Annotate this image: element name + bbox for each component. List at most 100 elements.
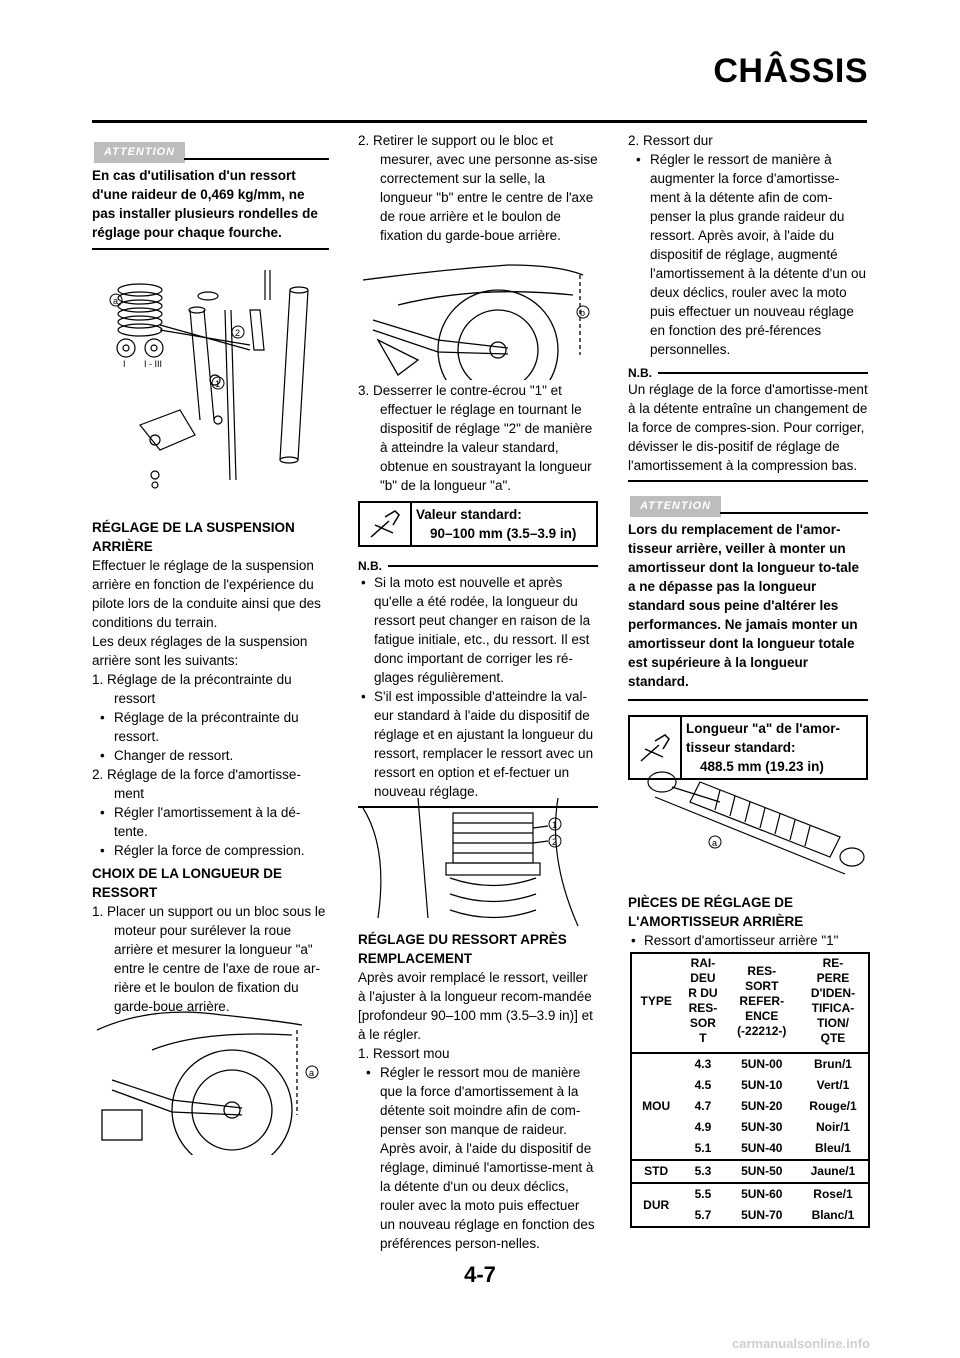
table-header-cell: RAI- DEU R DU RES- SOR T [688,956,718,1045]
list-item: 2. Ressort dur [628,133,713,148]
figure-label-i: I [123,359,126,369]
bullet-item: Réglage de la précontrainte du ressort. [92,708,329,746]
table-header-cell: RE- PERE D'IDEN- TIFICA- TION/ QTE [810,956,856,1045]
paragraph: Les deux réglages de la suspension arriè… [92,634,308,668]
attention-header: ATTENTION [628,492,868,517]
bullet-item: S'il est impossible d'atteindre la val-e… [358,687,598,801]
column-2-lower: RÉGLAGE DU RESSORT APRÈS REMPLACEMENT Ap… [358,930,598,1253]
column-1-body: RÉGLAGE DE LA SUSPENSION ARRIÈRE Effectu… [92,518,329,1016]
table-cell: Rose/1 [797,1182,869,1205]
list-item: 1. Placer un support ou un bloc sous le … [92,904,326,1014]
table-cell: 5.7 [694,1208,712,1222]
figure-label-b: b [580,308,585,318]
table-cell: Bleu/1 [814,1141,851,1155]
table-header-cell: TYPE [640,993,672,1008]
spring-adjuster-figure: 1 2 [362,798,579,926]
nb-end-rule [358,806,598,808]
rear-shock-figure: a [647,771,865,875]
figure-label-1: 1 [552,820,557,830]
table-cell-type: DUR [631,1182,681,1227]
motorcycle-rear-figure-a: a [96,1011,319,1155]
title-rule [92,120,867,123]
figure-label-i-iii: I - III [144,359,162,369]
table-cell: 4.3 [680,1052,726,1075]
section-heading-spring-length: CHOIX DE LA LONGUEUR DE RESSORT [92,866,283,900]
list-item: 1. Réglage de la précontrainte du ressor… [92,672,292,706]
spec-value: 488.5 mm (19.23 in) [700,759,824,774]
table-cell: Brun/1 [797,1052,869,1075]
figure-label-a: a [712,838,717,848]
table-cell: 5UN-70 [741,1208,783,1222]
table-row: 5.7 5UN-70 Blanc/1 [631,1205,869,1227]
table-cell: 5UN-30 [741,1120,783,1134]
bullet-item: Ressort d'amortisseur arrière "1" [628,931,868,950]
attention-text: Lors du remplacement de l'amor-tisseur a… [628,522,860,689]
spec-box-shock-length: Longueur "a" de l'amor- tisseur standard… [628,715,868,780]
table-cell: 5UN-40 [741,1141,783,1155]
table-cell: 4.7 [694,1099,712,1113]
list-item: 2. Retirer le support ou le bloc et mesu… [358,133,598,243]
table-header-cell: RES- SORT REFER- ENCE (-22212-) [737,963,787,1038]
spec-label: Valeur standard: [416,507,522,522]
table-cell: 5UN-50 [725,1159,798,1183]
table-cell: 5UN-00 [725,1052,798,1075]
page-number: 4-7 [464,1262,496,1287]
bullet-item: Régler l'amortissement à la dé-tente. [92,803,329,841]
section-heading-rear-suspension: RÉGLAGE DE LA SUSPENSION ARRIÈRE [92,520,295,554]
table-cell: 5.5 [680,1182,726,1205]
figure-label-2: 2 [552,837,557,847]
section-heading-adjust-parts: PIÈCES DE RÉGLAGE DE L'AMORTISSEUR ARRIÈ… [628,895,804,929]
table-cell-type: MOU [631,1052,681,1160]
paragraph: Effectuer le réglage de la suspension ar… [92,558,321,630]
table-cell: 5UN-10 [741,1078,783,1092]
attention-end-rule [628,699,868,701]
table-cell: 5UN-60 [725,1182,798,1205]
wrench-icon [630,717,682,778]
table-cell: Jaune/1 [797,1159,869,1183]
spring-table-wrap: TYPE RAI- DEU R DU RES- SOR T RES- SORT RE… [630,952,870,1228]
table-row: 5.1 5UN-40 Bleu/1 [631,1138,869,1160]
attention-text: En cas d'utilisation d'un ressort d'une … [92,168,318,240]
watermark: carmanualsonline.info [732,1336,870,1351]
table-cell: Vert/1 [816,1078,850,1092]
list-item: 1. Ressort mou [358,1046,450,1061]
column-3-lower: PIÈCES DE RÉGLAGE DE L'AMORTISSEUR ARRIÈ… [628,893,868,950]
table-cell: 5.1 [694,1141,712,1155]
fork-parts-figure: a 2 1 I I - III [109,270,309,489]
figure-label-2: 2 [235,328,240,338]
motorcycle-rear-figure-b: b [362,264,590,380]
section-heading-spring-replacement: RÉGLAGE DU RESSORT APRÈS REMPLACEMENT [358,932,567,966]
figure-label-a: a [309,1068,314,1078]
nb-end-rule [628,480,868,482]
nb-header: N.B. [628,364,868,380]
column-2: 2. Retirer le support ou le bloc et mesu… [358,131,598,245]
wrench-icon [360,503,412,545]
spec-value: 90–100 mm (3.5–3.9 in) [430,526,577,541]
table-cell: Blanc/1 [811,1208,855,1222]
figure-label-1: 1 [215,379,220,389]
table-cell: Noir/1 [815,1120,850,1134]
table-cell-type: STD [631,1159,681,1183]
spec-label: tisseur standard: [686,740,796,755]
figure-label-a: a [113,296,118,306]
attention-end-rule [92,248,329,250]
nb-header: N.B. [358,557,598,573]
paragraph: Après avoir remplacé le ressort, veiller… [358,970,593,1042]
spring-table: TYPE RAI- DEU R DU RES- SOR T RES- SORT RE… [630,952,870,1228]
column-1: ATTENTION En cas d'utilisation d'un ress… [92,138,329,250]
list-item: 2. Réglage de la force d'amortisse-ment [92,767,301,801]
bullet-item: Changer de ressort. [92,746,329,765]
column-3: 2. Ressort dur Régler le ressort de mani… [628,131,868,780]
attention-badge: ATTENTION [94,142,186,163]
bullet-item: Régler le ressort de manière à augmenter… [628,150,868,359]
table-cell: Rouge/1 [809,1099,857,1113]
spec-box-standard-value: Valeur standard: 90–100 mm (3.5–3.9 in) [358,501,598,547]
page-title: CHÂSSIS [713,52,868,90]
attention-header: ATTENTION [92,138,329,163]
